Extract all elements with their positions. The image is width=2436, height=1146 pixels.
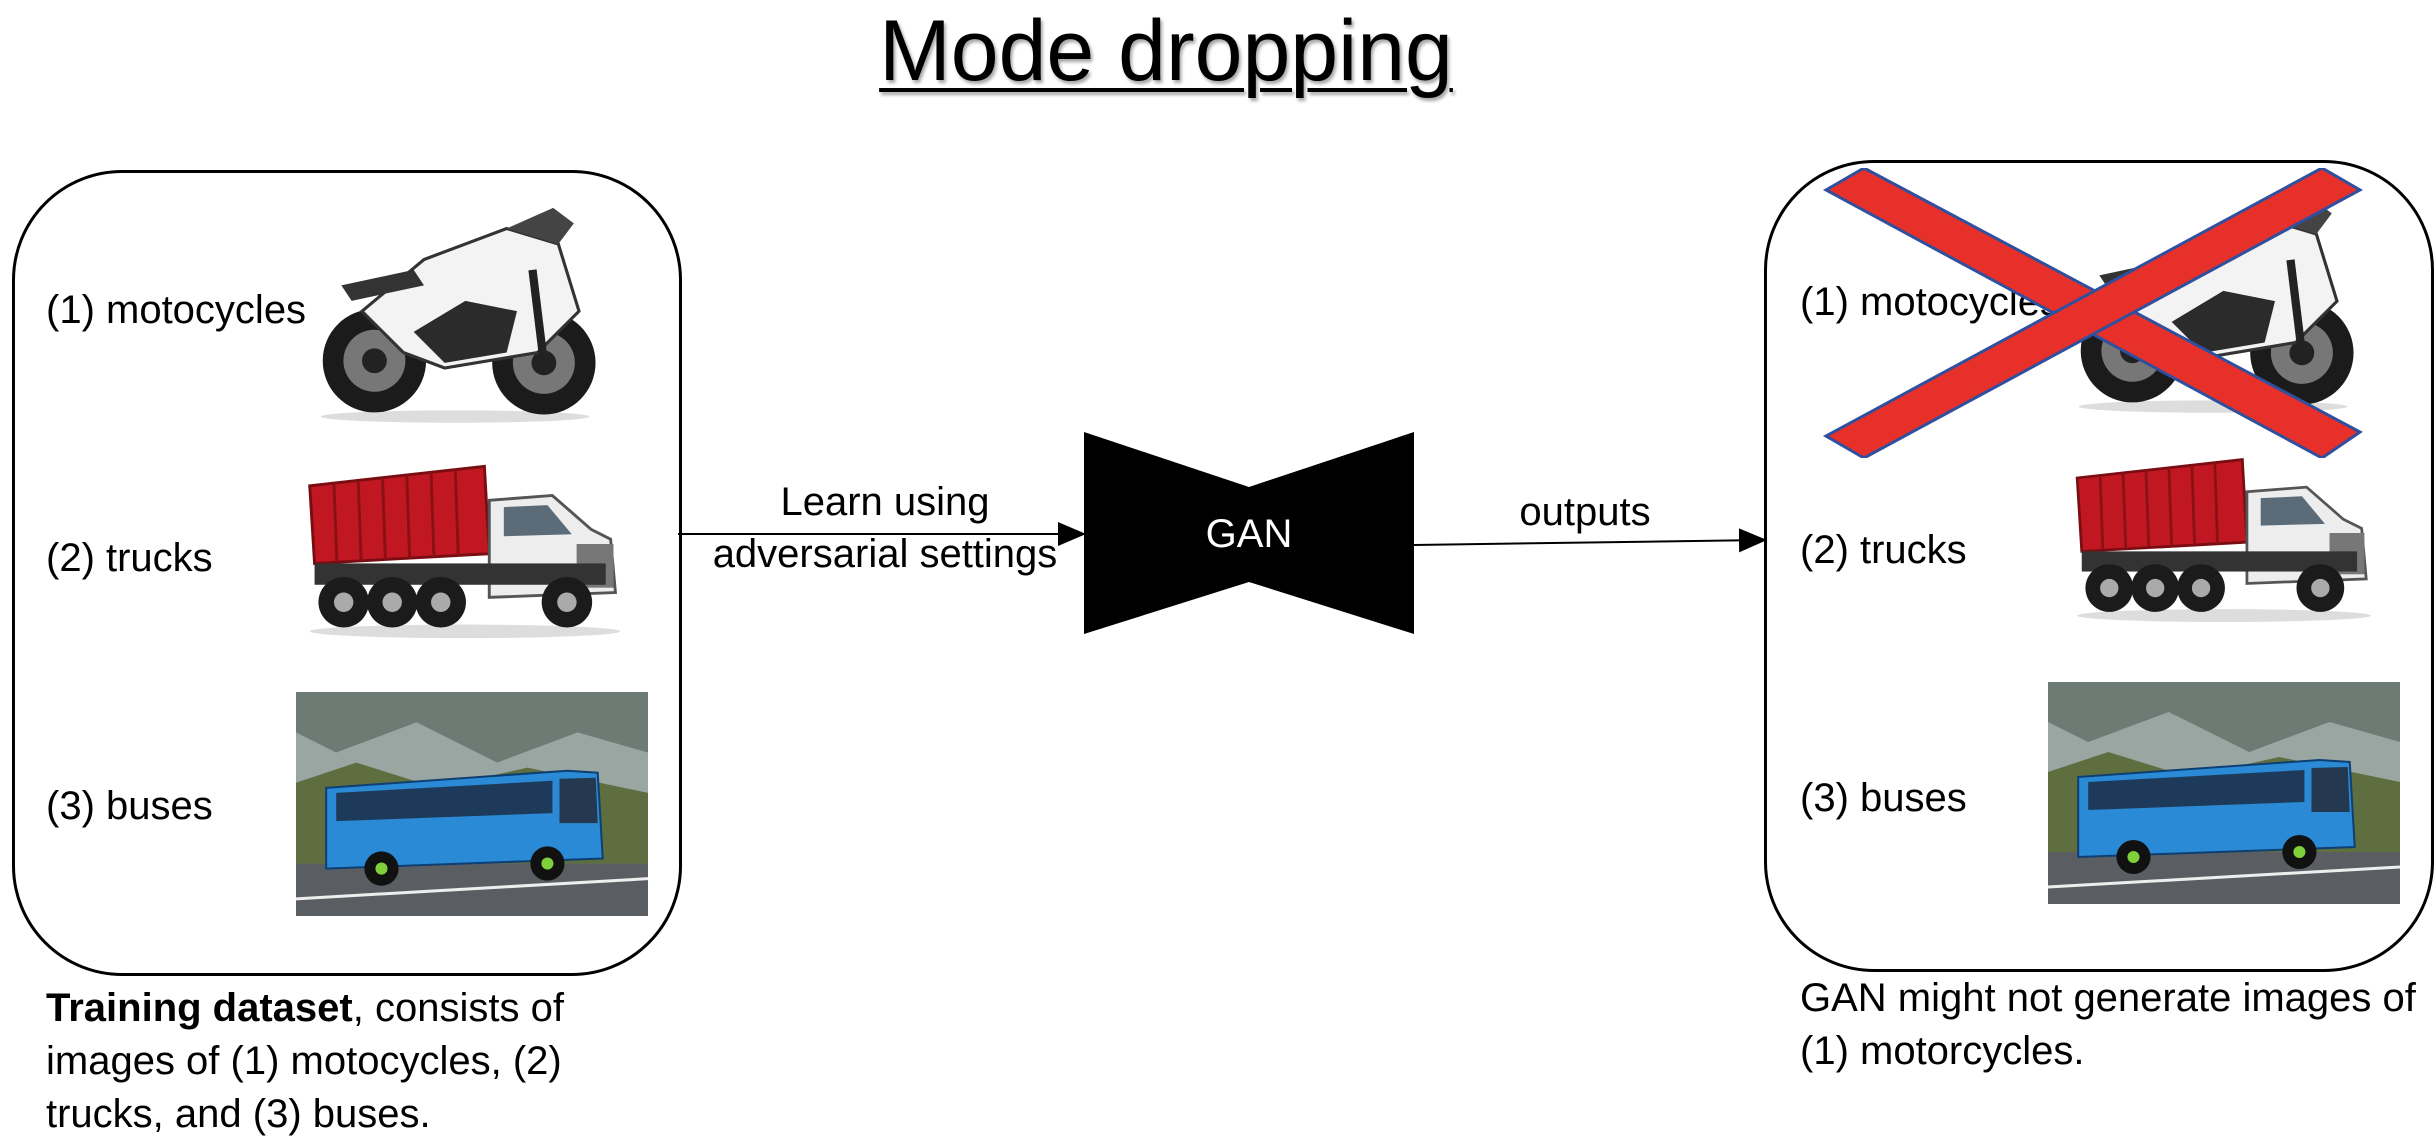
dump-truck-image <box>308 464 621 639</box>
motorcycle-image <box>320 207 596 423</box>
outputs-label: outputs <box>1519 490 1651 534</box>
output-item-label: (2) trucks <box>1800 528 1967 572</box>
training-dataset-caption: Training dataset, consists of images of … <box>46 982 626 1141</box>
diagram-title: Mode dropping <box>879 3 1453 99</box>
bus-image <box>2048 682 2400 904</box>
caption-bold: Training dataset <box>46 986 353 1030</box>
learn-label-line1: Learn using <box>780 480 990 524</box>
gan-block: GAN <box>1084 432 1414 634</box>
training-item-label: (3) buses <box>46 784 213 828</box>
dump-truck-image <box>2075 458 2371 623</box>
output-caption: GAN might not generate images of (1) mot… <box>1800 976 2416 1073</box>
output-item-label: (3) buses <box>1800 776 1967 820</box>
gan-label: GAN <box>1206 512 1293 556</box>
cross-out-icon <box>1822 168 2364 458</box>
bus-image <box>296 692 648 916</box>
learn-label-line2: adversarial settings <box>712 532 1058 576</box>
caption-rest: , consists of images of (1) motocycles, … <box>46 986 564 1136</box>
training-item-label: (2) trucks <box>46 536 213 580</box>
training-item-label: (1) motocycles <box>46 288 307 332</box>
